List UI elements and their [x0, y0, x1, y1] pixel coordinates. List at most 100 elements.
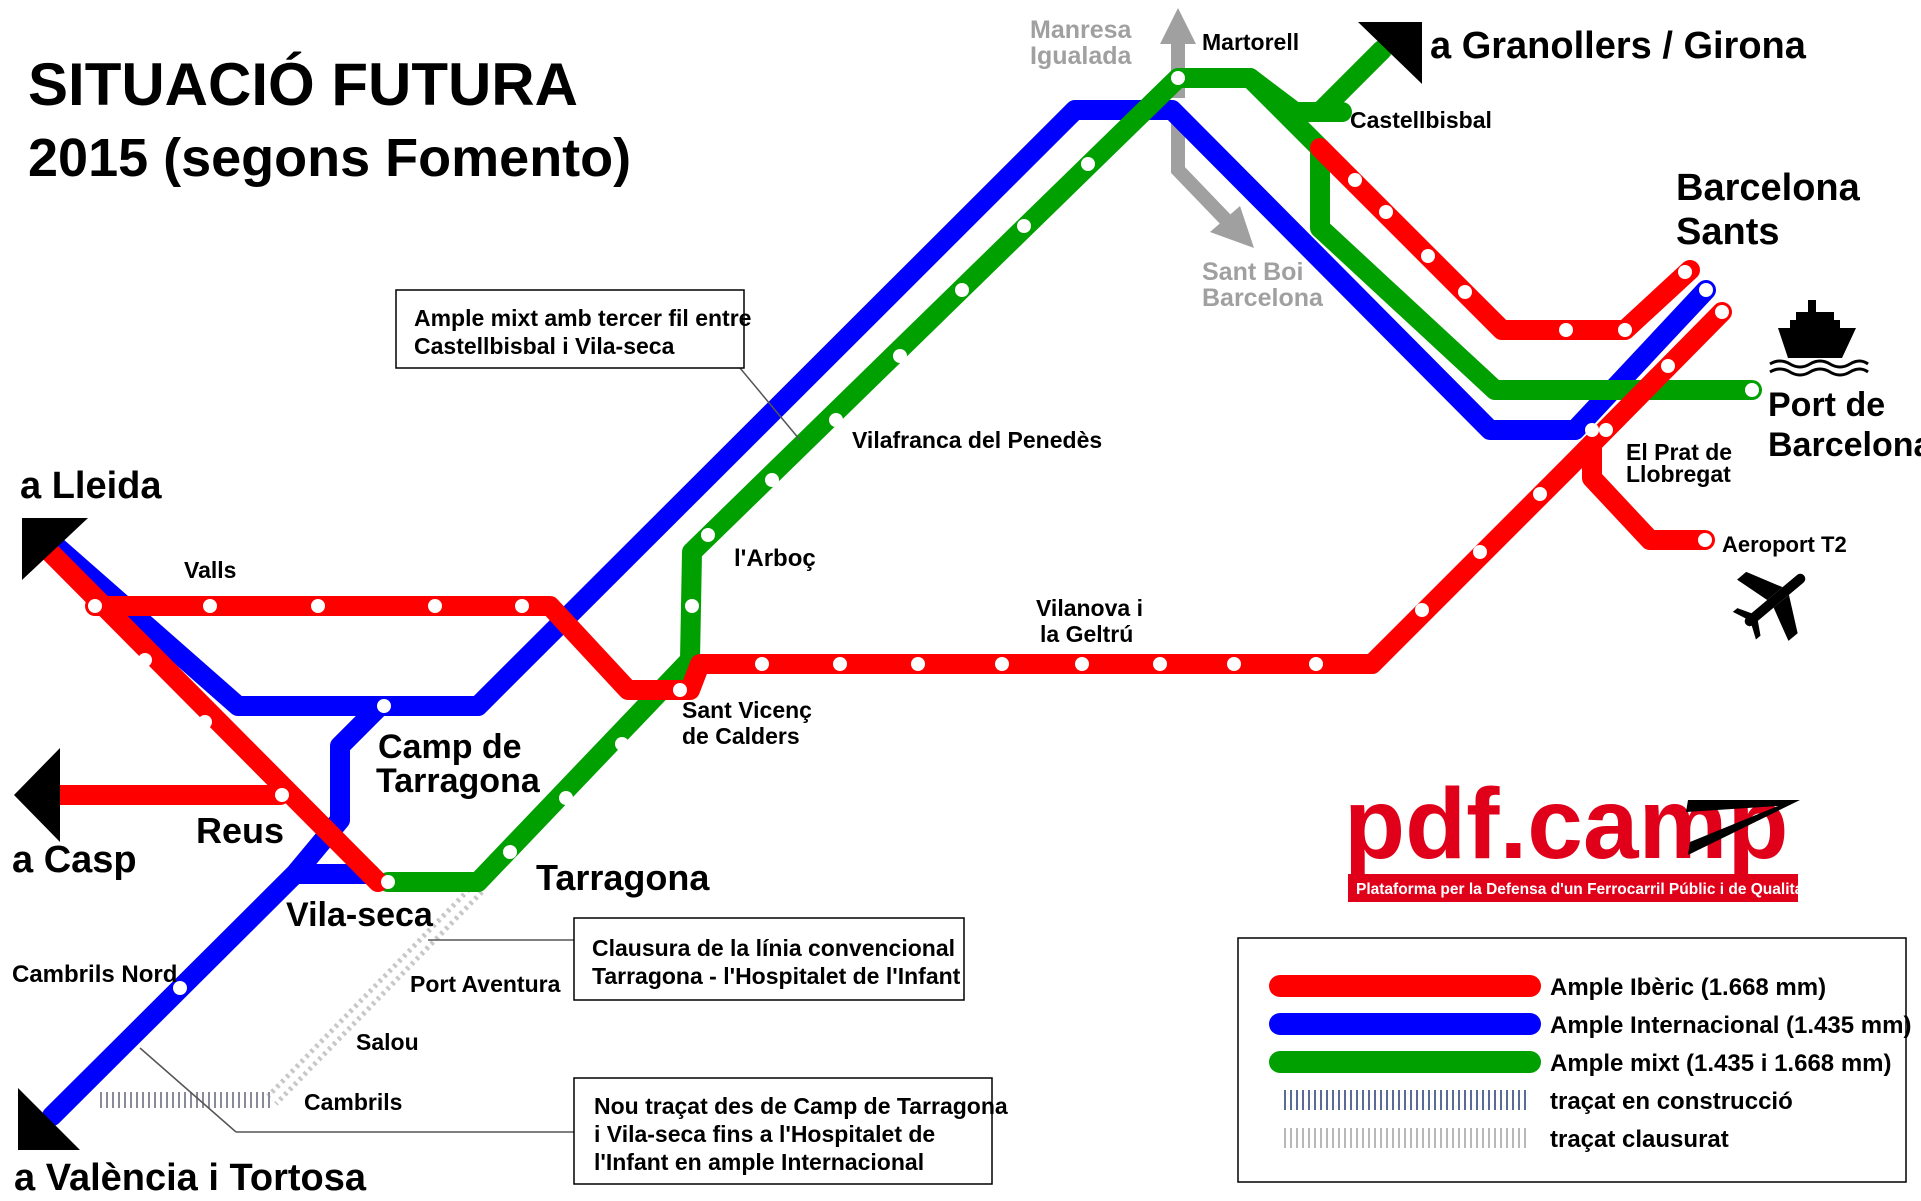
legend: Ample Ibèric (1.668 mm) Ample Internacion… — [1237, 937, 1911, 1183]
note-nou-tracat-3: l'Infant en ample Internacional — [594, 1149, 924, 1175]
station-vilafranca: Vilafranca del Penedès — [852, 427, 1102, 453]
legend-label: Ample Ibèric (1.668 mm) — [1550, 974, 1826, 1001]
station-dot — [138, 653, 152, 667]
station-dot — [1081, 157, 1095, 171]
station-camp-tarragona-1: Camp de — [378, 728, 522, 766]
station-sant-vicenc-2: de Calders — [682, 723, 800, 749]
legend-label: traçat clausurat — [1550, 1126, 1729, 1153]
note-nou-tracat: Nou traçat des de Camp de Tarragona i Vi… — [139, 1047, 1008, 1185]
note-nou-tracat-2: i Vila-seca fins a l'Hospitalet de — [594, 1121, 935, 1147]
dest-granollers: a Granollers / Girona — [1430, 25, 1807, 67]
logo-name: pdf.camp — [1344, 768, 1788, 880]
note-ample-mixt-2: Castellbisbal i Vila-seca — [414, 333, 675, 359]
station-dot — [1153, 657, 1167, 671]
station-dot — [765, 473, 779, 487]
arrow-valencia-icon — [18, 1088, 80, 1150]
station-dot — [1559, 323, 1573, 337]
legend-label: traçat en construcció — [1550, 1088, 1793, 1115]
dest-valencia: a València i Tortosa — [14, 1157, 367, 1196]
dest-santboi-1: Sant Boi — [1202, 258, 1303, 286]
station-dot — [1075, 657, 1089, 671]
arrow-lleida-icon — [22, 518, 88, 580]
logo-swoosh-icon — [1686, 800, 1800, 855]
legend-label: Ample Internacional (1.435 mm) — [1550, 1012, 1911, 1039]
station-el-prat-2: Llobregat — [1626, 461, 1731, 487]
station-dot — [515, 599, 529, 613]
note-clausura-1: Clausura de la línia convencional — [592, 935, 955, 961]
station-tarragona: Tarragona — [536, 857, 710, 898]
station-dot — [685, 599, 699, 613]
ship-icon — [1769, 300, 1869, 377]
arrow-manresa-icon — [1160, 8, 1196, 44]
station-vilanova-1: Vilanova i — [1036, 595, 1143, 621]
station-camp-tarragona-2: Tarragona — [376, 762, 541, 800]
legend-item: traçat clausurat — [1280, 1126, 1729, 1153]
closed-track — [266, 882, 484, 1106]
logo-pdf-camp: pdf.camp Plataforma per la Defensa d'un … — [1344, 768, 1808, 902]
station-dot — [275, 788, 289, 802]
station-dot — [503, 845, 517, 859]
station-port-bcn-2: Barcelona — [1768, 426, 1921, 464]
note-clausura-2: Tarragona - l'Hospitalet de l'Infant — [592, 963, 961, 989]
legend-item: Ample mixt (1.435 i 1.668 mm) — [1269, 1050, 1891, 1077]
station-sant-vicenc-1: Sant Vicenç — [682, 697, 812, 723]
station-dot — [1699, 283, 1713, 297]
station-dot — [173, 981, 187, 995]
station-dot — [381, 875, 395, 889]
legend-label: Ample mixt (1.435 i 1.668 mm) — [1550, 1050, 1891, 1077]
dest-manresa-2: Igualada — [1030, 42, 1133, 70]
station-dot — [615, 737, 629, 751]
station-dot — [1533, 487, 1547, 501]
station-valls: Valls — [184, 557, 236, 583]
station-dot — [829, 413, 843, 427]
station-dot — [1421, 249, 1435, 263]
airplane-icon — [1732, 571, 1806, 641]
station-castellbisbal: Castellbisbal — [1350, 107, 1492, 133]
station-dot — [1309, 657, 1323, 671]
station-dot — [893, 349, 907, 363]
station-vilaseca: Vila-seca — [286, 896, 434, 934]
station-dot — [1171, 71, 1185, 85]
station-martorell: Martorell — [1202, 29, 1299, 55]
station-dot — [203, 599, 217, 613]
station-dot — [1599, 423, 1613, 437]
station-arboc: l'Arboç — [734, 545, 816, 572]
station-el-prat-1: El Prat de — [1626, 439, 1732, 465]
station-dot — [755, 657, 769, 671]
station-dot — [1415, 603, 1429, 617]
dest-casp: a Casp — [12, 839, 137, 881]
dest-santboi-2: Barcelona — [1202, 284, 1324, 312]
station-dot — [1017, 219, 1031, 233]
station-dot — [198, 715, 212, 729]
station-dot — [955, 283, 969, 297]
station-cambrils-nord: Cambrils Nord — [12, 961, 177, 988]
legend-item: Ample Internacional (1.435 mm) — [1269, 1012, 1911, 1039]
station-dot — [1458, 285, 1472, 299]
note-nou-tracat-1: Nou traçat des de Camp de Tarragona — [594, 1093, 1008, 1119]
legend-swatch — [1280, 1090, 1530, 1110]
station-dot — [1661, 359, 1675, 373]
station-sants-2: Sants — [1676, 211, 1779, 253]
station-dot — [701, 528, 715, 542]
station-stops — [88, 71, 1759, 995]
note-ample-mixt: Ample mixt amb tercer fil entre Castellb… — [395, 289, 801, 441]
station-dot — [1348, 173, 1362, 187]
station-dot — [1227, 657, 1241, 671]
station-dot — [833, 657, 847, 671]
title-line-1: SITUACIÓ FUTURA — [28, 51, 578, 118]
terminal-arrows — [14, 22, 1422, 1150]
station-dot — [673, 683, 687, 697]
line-iberic — [28, 138, 1732, 892]
station-dot — [1698, 533, 1712, 547]
dest-manresa-1: Manresa — [1030, 16, 1133, 44]
station-dot — [88, 599, 102, 613]
note-clausura: Clausura de la línia convencional Tarrag… — [428, 917, 965, 1001]
station-dot — [377, 699, 391, 713]
station-dot — [995, 657, 1009, 671]
title-line-2: 2015 (segons Fomento) — [28, 128, 631, 188]
station-vilanova-2: la Geltrú — [1040, 621, 1133, 647]
line-mixt — [378, 40, 1762, 892]
station-sants-1: Barcelona — [1676, 167, 1861, 209]
legend-item: traçat en construcció — [1280, 1088, 1793, 1115]
